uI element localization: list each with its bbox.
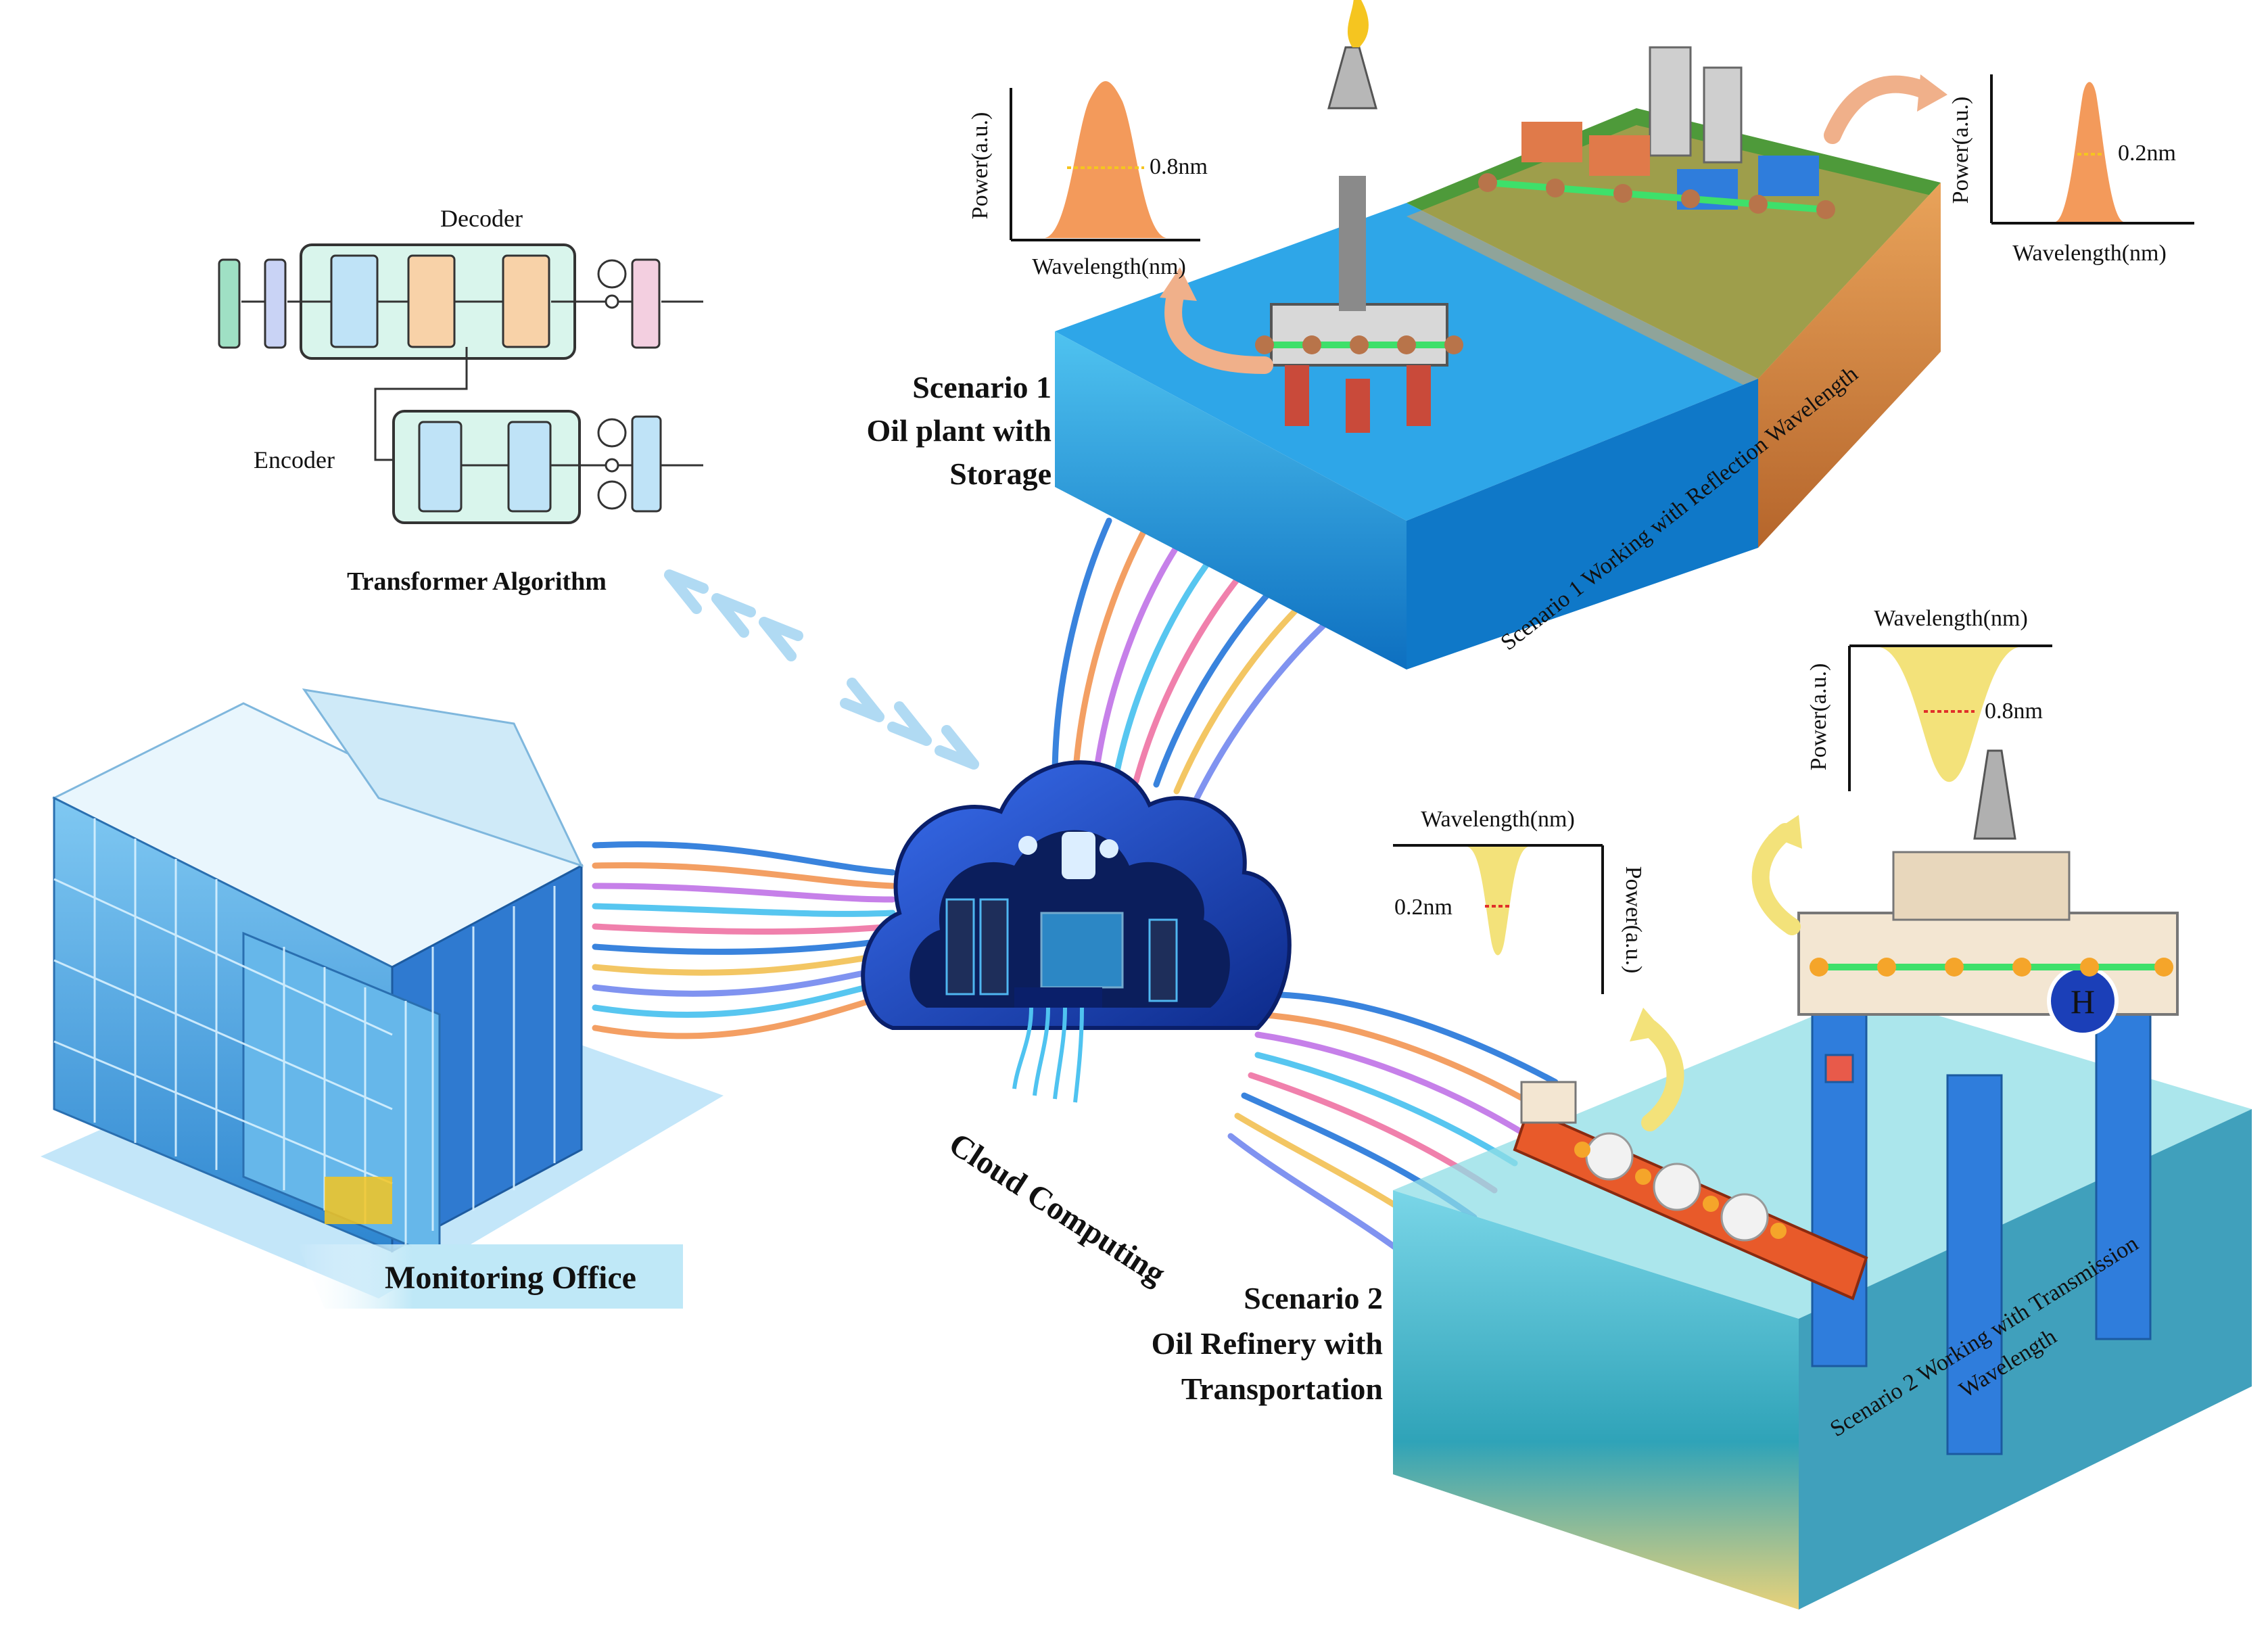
decoder-embedding-block [631, 258, 661, 349]
scenario2-scene: H [1393, 749, 2252, 1610]
scenario2-title: Scenario 2 Oil Refinery with Transportat… [1152, 1281, 1383, 1406]
encoder-sublayer-2 [507, 421, 552, 513]
scenario2-title-line1: Scenario 2 [1244, 1281, 1383, 1315]
scenario1-title-line2: Oil plant with [866, 413, 1052, 448]
scenario1-left-y-label: Power(a.u.) [968, 112, 993, 220]
scenario2-right-y-label: Power(a.u.) [1806, 663, 1831, 771]
decoder-sublayer-2 [407, 254, 456, 348]
office-label: Monitoring Office [385, 1260, 636, 1296]
output-softmax-block [218, 258, 241, 349]
decoder-label: Decoder [440, 205, 523, 232]
reflection-peak-0.2nm [2056, 82, 2123, 222]
reflection-arrow-right-icon [1824, 75, 1936, 144]
scenario1-scene [1055, 0, 1947, 670]
encoder-positional-encoding-icon [597, 418, 627, 448]
decoder-add-icon [605, 294, 619, 309]
encoder-add-icon [605, 458, 619, 473]
decoder-sublayer-3 [502, 254, 550, 348]
encoder-sublayer-1 [418, 421, 463, 513]
encoder-embedding-block [631, 415, 662, 513]
scenario2-title-line2: Oil Refinery with [1152, 1326, 1383, 1361]
scenario2-left-y-label: Power(a.u.) [1621, 866, 1646, 974]
transmission-arrow-rig-icon [1751, 823, 1801, 935]
scenario1-right-y-label: Power(a.u.) [1948, 97, 1973, 204]
offshore-platform-icon [1270, 303, 1448, 367]
transformer-cloud-link-icon [664, 569, 979, 770]
transformer-diagram: Decoder Encoder Transformer Algorithm [218, 205, 703, 596]
transmission-arrow-ship-icon [1641, 1019, 1684, 1131]
scenario1-left-bandwidth: 0.8nm [1150, 154, 1208, 179]
scenario1-left-spectrum-plot: 0.8nm Wavelength(nm) Power(a.u.) [968, 81, 1208, 279]
decoder-sublayer-1 [330, 254, 379, 348]
scenario2-left-spectrum-plot: 0.2nm Wavelength(nm) Power(a.u.) [1393, 807, 1646, 994]
scenario1-title: Scenario 1 Oil plant with Storage [866, 370, 1052, 491]
reflection-peak-0.8nm [1045, 81, 1166, 238]
scenario1-right-x-label: Wavelength(nm) [2012, 241, 2167, 266]
svg-text:H: H [2071, 983, 2095, 1021]
transmission-dip-0.2nm [1467, 847, 1528, 956]
scenario2-right-bandwidth: 0.8nm [1985, 699, 2043, 724]
scenario1-right-bandwidth: 0.2nm [2118, 141, 2176, 166]
scenario2-left-x-label: Wavelength(nm) [1421, 807, 1575, 832]
scenario2-right-x-label: Wavelength(nm) [1874, 606, 2028, 631]
scenario2-left-bandwidth: 0.2nm [1394, 895, 1452, 920]
scenario2-right-spectrum-plot: 0.8nm Wavelength(nm) Power(a.u.) [1806, 606, 2052, 791]
office-label-banner [298, 1244, 683, 1309]
scenario1-right-spectrum-plot: 0.2nm Wavelength(nm) Power(a.u.) [1948, 74, 2194, 266]
reflection-arrow-left-icon [1164, 282, 1273, 374]
decoder-positional-encoding-icon [597, 259, 627, 289]
scenario2-title-line3: Transportation [1181, 1371, 1383, 1406]
transformer-title: Transformer Algorithm [347, 567, 607, 596]
scenario1-title-line3: Storage [949, 456, 1052, 491]
cloud-label: Cloud Computing [943, 1126, 1172, 1292]
output-linear-block [264, 258, 287, 349]
encoder-output-icon [597, 480, 627, 510]
scenario1-title-line1: Scenario 1 [912, 370, 1052, 404]
storage-tank-icon [1649, 46, 1692, 157]
scenario1-left-x-label: Wavelength(nm) [1032, 254, 1186, 279]
transmission-dip-0.8nm [1880, 647, 2018, 782]
cloud-computing-icon [861, 760, 1292, 1103]
encoder-label: Encoder [254, 446, 335, 473]
office-building-icon [41, 688, 724, 1298]
